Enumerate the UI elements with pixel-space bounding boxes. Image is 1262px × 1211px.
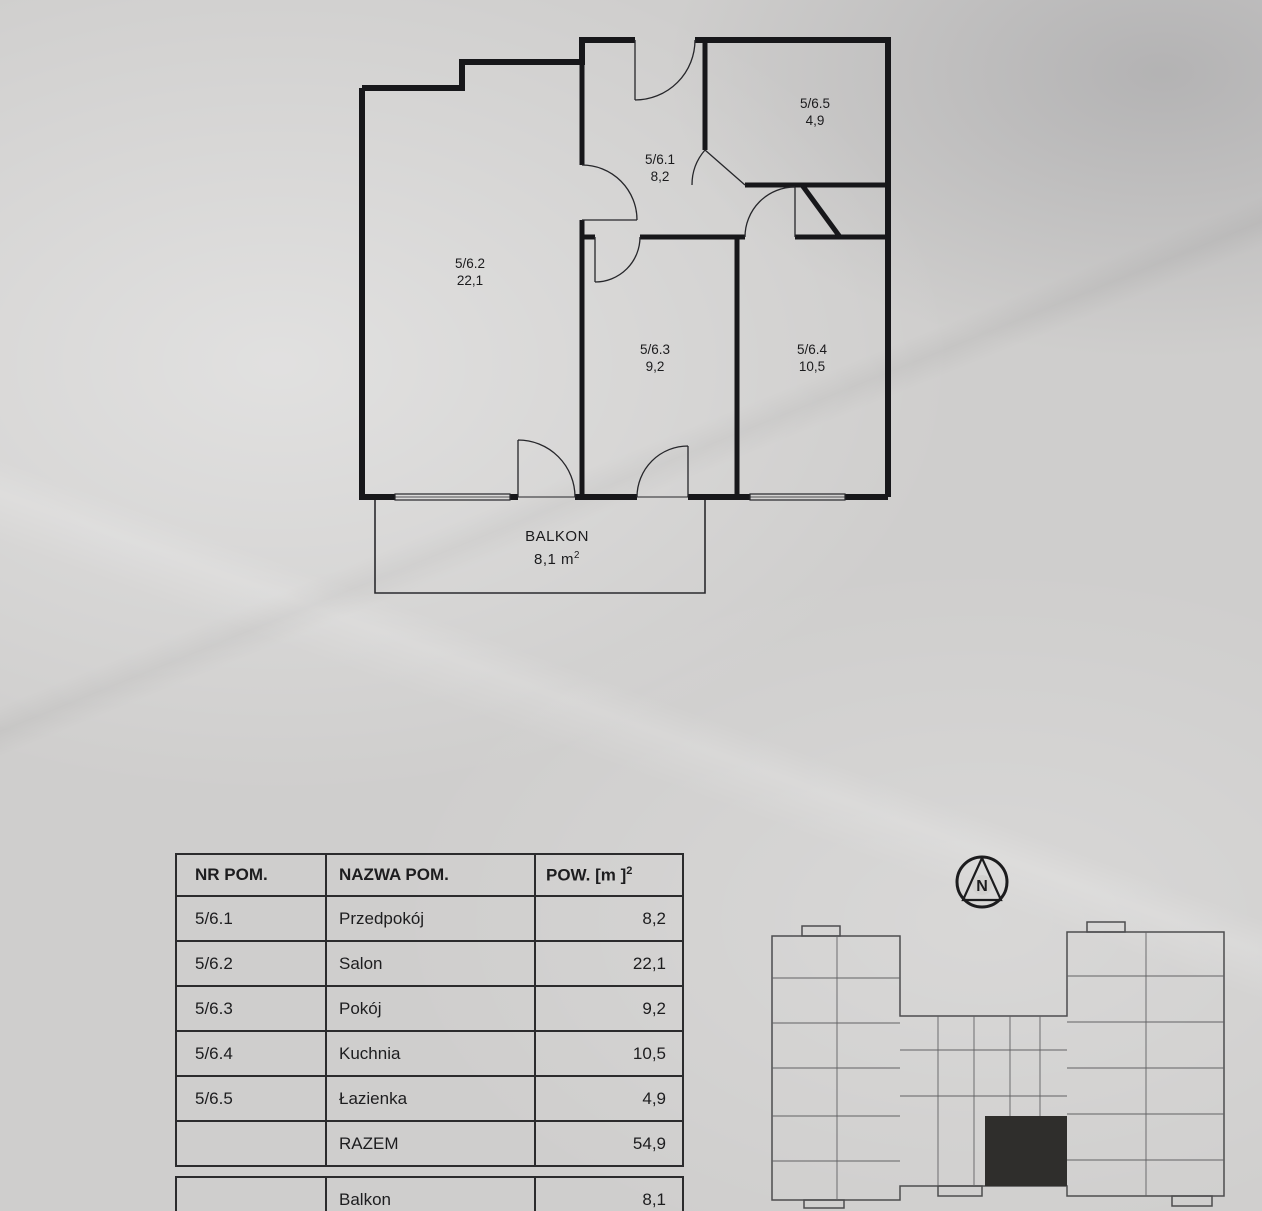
cell-nr: 5/6.4 [175, 1030, 327, 1077]
cell-nr [175, 1120, 327, 1167]
building-key-map [771, 921, 1225, 1209]
door-swings [517, 39, 796, 498]
header-nr: NR POM. [175, 853, 327, 897]
room-label-room: 5/6.3 9,2 [640, 341, 670, 375]
cell-nr: 5/6.1 [175, 895, 327, 942]
cell-name: Salon [325, 940, 536, 987]
room-id: 5/6.3 [639, 342, 671, 357]
cell-name: RAZEM [325, 1120, 536, 1167]
header-area: POW. [m ]2 [534, 853, 684, 897]
highlighted-apartment-unit [985, 1116, 1067, 1186]
room-label-kitchen: 5/6.4 10,5 [797, 341, 827, 375]
table-row-balcony: Balkon 8,1 [175, 1176, 684, 1211]
floor-plan-drawing [359, 37, 891, 594]
table-row: 5/6.1 Przedpokój 8,2 [175, 895, 684, 942]
cell-name: Przedpokój [325, 895, 536, 942]
cell-name: Łazienka [325, 1075, 536, 1122]
room-area: 4,9 [805, 113, 825, 128]
compass-letter-bg [972, 875, 992, 895]
room-id: 5/6.2 [454, 256, 486, 271]
entrance-door-icon [634, 39, 696, 101]
balcony-outline [374, 500, 706, 594]
balcony-name: BALKON [525, 528, 589, 545]
room-id: 5/6.4 [796, 342, 828, 357]
room-label-hall: 5/6.1 8,2 [645, 151, 675, 185]
balcony-label: BALKON 8,1 m2 [525, 527, 589, 569]
interior-walls [579, 40, 888, 497]
cell-area: 54,9 [534, 1120, 684, 1167]
cell-area: 4,9 [534, 1075, 684, 1122]
room-area: 9,2 [645, 359, 665, 374]
room-area: 22,1 [456, 273, 484, 288]
cell-area: 8,2 [534, 895, 684, 942]
room-label-salon: 5/6.2 22,1 [455, 255, 485, 289]
north-compass: N [955, 855, 1009, 909]
exterior-walls [359, 37, 891, 500]
cell-nr: 5/6.2 [175, 940, 327, 987]
cell-nr: 5/6.5 [175, 1075, 327, 1122]
cell-name: Kuchnia [325, 1030, 536, 1077]
table-row: 5/6.2 Salon 22,1 [175, 940, 684, 987]
room-area: 8,2 [650, 169, 670, 184]
bathroom-door-icon [691, 149, 746, 186]
windows [394, 493, 846, 501]
north-arrow-icon [961, 855, 1003, 902]
room-id: 5/6.1 [644, 152, 676, 167]
cell-area: 10,5 [534, 1030, 684, 1077]
cell-area: 8,1 [534, 1176, 684, 1211]
room-id: 5/6.5 [799, 96, 831, 111]
room-door-icon [594, 236, 641, 283]
cell-name: Pokój [325, 985, 536, 1032]
table-row: 5/6.5 Łazienka 4,9 [175, 1075, 684, 1122]
header-name: NAZWA POM. [325, 853, 536, 897]
cell-name: Balkon [325, 1176, 536, 1211]
cell-nr [175, 1176, 327, 1211]
balcony-area: 8,1 m2 [534, 550, 580, 568]
table-row: 5/6.3 Pokój 9,2 [175, 985, 684, 1032]
building-outline [771, 921, 1225, 1209]
cell-area: 9,2 [534, 985, 684, 1032]
room-area: 10,5 [798, 359, 826, 374]
room-areas-table: NR POM. NAZWA POM. POW. [m ]2 5/6.1 Prze… [175, 853, 684, 1167]
kitchen-door-icon [744, 186, 796, 238]
balcony-door-salon-icon [517, 439, 576, 498]
balcony-area-table: Balkon 8,1 [175, 1176, 684, 1211]
room-label-bathroom: 5/6.5 4,9 [800, 95, 830, 129]
cell-area: 22,1 [534, 940, 684, 987]
building-room-divisions [772, 932, 1224, 1200]
table-row: 5/6.4 Kuchnia 10,5 [175, 1030, 684, 1077]
cell-nr: 5/6.3 [175, 985, 327, 1032]
table-header-row: NR POM. NAZWA POM. POW. [m ]2 [175, 853, 684, 897]
salon-door-icon [581, 164, 638, 221]
compass-north-label: N [976, 878, 988, 895]
table-row-total: RAZEM 54,9 [175, 1120, 684, 1167]
balcony-door-room-icon [636, 445, 689, 498]
